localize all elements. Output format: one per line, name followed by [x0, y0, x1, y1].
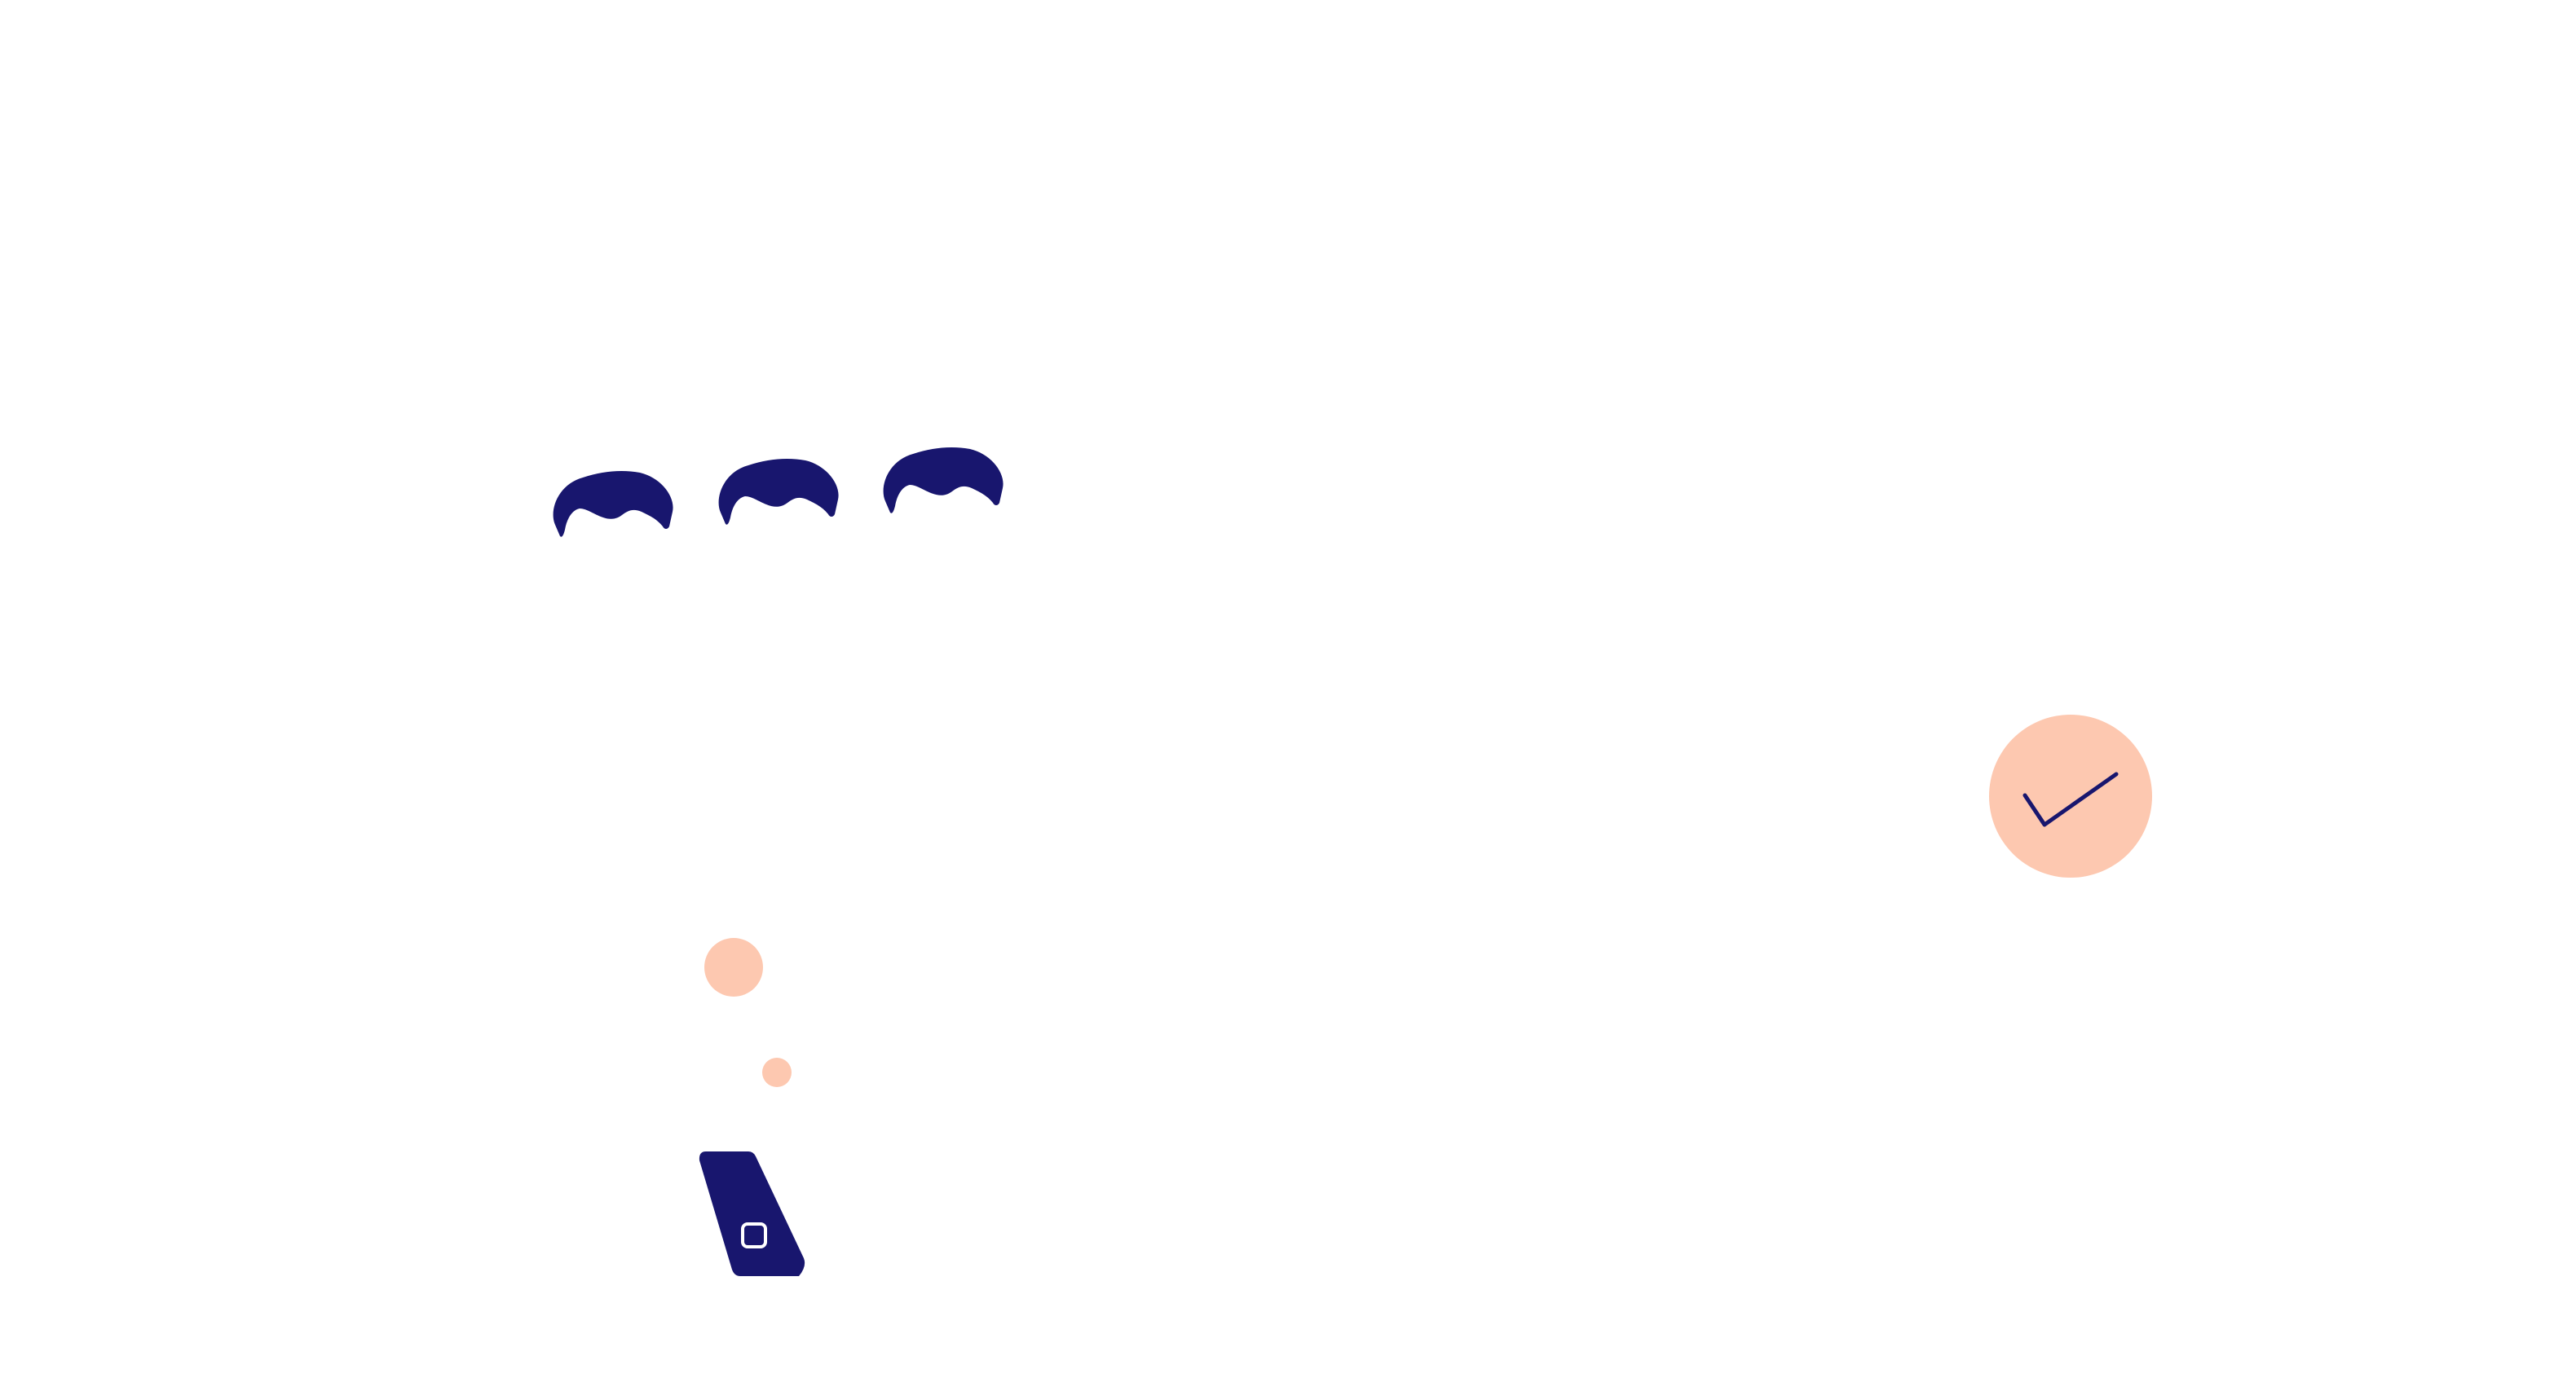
phone-tilted [699, 1151, 805, 1276]
badge-circle [1989, 715, 2152, 878]
checkmark-badge [1989, 715, 2152, 878]
phone-button-icon [741, 1222, 767, 1248]
check-icon [2022, 772, 2119, 827]
hair-icon-left [553, 471, 673, 537]
peach-dot-small [762, 1058, 792, 1087]
peach-dot-large [704, 938, 763, 997]
hair-icon-right [883, 447, 1003, 513]
hair-icon-middle [718, 459, 839, 525]
phone-body [699, 1151, 805, 1276]
